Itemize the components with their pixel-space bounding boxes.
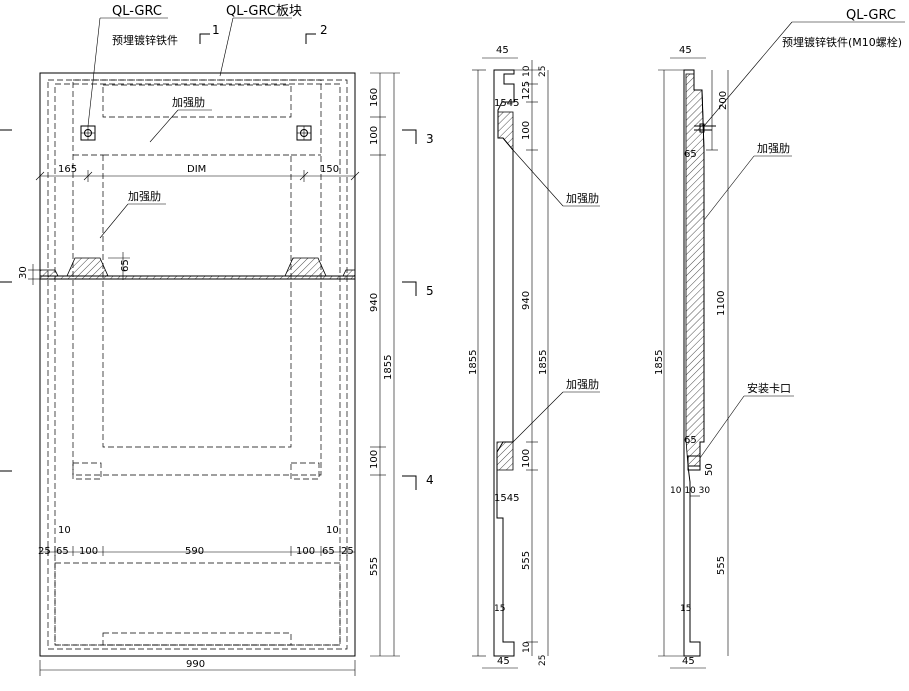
dim-990: 990	[186, 659, 205, 670]
dim-10-right: 10	[326, 525, 339, 536]
top-window	[102, 84, 292, 118]
dim-v940: 940	[369, 293, 380, 312]
svg-text:3: 3	[426, 132, 434, 146]
dim-v1855: 1855	[383, 355, 394, 380]
dim-25-left: 25	[38, 546, 51, 557]
detail-label-rib: 加强肋	[757, 141, 790, 155]
detail-dim-1855: 1855	[654, 350, 665, 375]
dim-100-right: 100	[296, 546, 315, 557]
dim-25-right: 25	[341, 546, 354, 557]
label-rib-mid: 加强肋	[128, 189, 161, 203]
corner-box-right	[290, 462, 320, 480]
side-dim-940: 940	[521, 291, 532, 310]
dim-30: 30	[18, 266, 29, 279]
dim-v100a: 100	[369, 126, 380, 145]
section-marker-1	[199, 33, 210, 44]
side-rib-top	[497, 111, 514, 152]
detail-dim-15: 15	[680, 604, 691, 614]
side-profile	[493, 69, 515, 657]
section-marker-3	[402, 129, 417, 144]
detail-label-embed: 预埋镀锌铁件(M10螺栓)	[782, 35, 902, 49]
side-dim-45-top: 45	[496, 45, 509, 56]
dim-v160: 160	[369, 88, 380, 107]
dim-v100b: 100	[369, 450, 380, 469]
svg-text:1: 1	[212, 23, 220, 37]
dim-v555: 555	[369, 557, 380, 576]
side-dim-1855-right: 1855	[538, 350, 549, 375]
detail-dim-555: 555	[716, 556, 727, 575]
detail-dim-1100: 1100	[716, 291, 727, 316]
detail-dim-50: 50	[704, 463, 715, 476]
rib-section-left	[66, 257, 109, 277]
side-label-rib-b: 加强肋	[566, 377, 599, 391]
side-dim-1545-top: 1545	[494, 98, 519, 109]
dim-590: 590	[185, 546, 204, 557]
dim-100-left: 100	[79, 546, 98, 557]
dim-dim: DIM	[187, 164, 206, 175]
front-view: 165 DIM 150 30 65 QL-GRC 预埋镀锌铁件 QL-GRC板块…	[0, 4, 434, 676]
side-dim-25-bottom: 25	[538, 655, 548, 666]
center-window	[102, 154, 292, 448]
dim-65-left: 65	[56, 546, 69, 557]
detail-section-view: 45 200 65 1100 1855 65 50 10 10 30 555 1…	[654, 8, 905, 669]
anchor-right	[296, 125, 312, 141]
detail-dim-65-bottom: 65	[684, 435, 697, 446]
side-section-view: 45 1545 10 25 125 100 940 1855 100 555 1…	[468, 45, 600, 669]
svg-text:4: 4	[426, 473, 434, 487]
label-ql-grc: QL-GRC	[112, 4, 162, 19]
detail-dim-200: 200	[718, 91, 729, 110]
side-label-rib-a: 加强肋	[566, 191, 599, 205]
dim-165: 165	[58, 164, 77, 175]
corner-box-left	[72, 462, 102, 480]
side-dim-1545-bottom: 1545	[494, 493, 519, 504]
side-dim-10-bottom: 10	[522, 641, 532, 653]
side-dim-100a: 100	[521, 121, 532, 140]
side-dim-125: 125	[521, 81, 532, 100]
side-dim-555: 555	[521, 551, 532, 570]
dim-10-left: 10	[58, 525, 71, 536]
side-dim-1855-left: 1855	[468, 350, 479, 375]
section-marker-4	[402, 475, 417, 490]
detail-dim-101030: 10 10 30	[670, 486, 710, 496]
panel-inner-dashed	[47, 79, 348, 650]
svg-text:5: 5	[426, 284, 434, 298]
dim-65: 65	[120, 259, 131, 272]
svg-text:2: 2	[320, 23, 328, 37]
detail-label-clip: 安装卡口	[747, 381, 791, 395]
side-dim-10: 10	[522, 65, 532, 77]
section-marker-5	[402, 281, 417, 296]
detail-label-ql-grc: QL-GRC	[846, 8, 896, 23]
side-rib-bottom	[496, 441, 514, 471]
side-dim-45-bottom: 45	[497, 656, 510, 667]
detail-dim-45-top: 45	[679, 45, 692, 56]
detail-dim-65-top: 65	[684, 149, 697, 160]
side-dim-25: 25	[538, 66, 548, 77]
detail-dim-45-bottom: 45	[682, 656, 695, 667]
side-dim-100b: 100	[521, 449, 532, 468]
install-clip	[687, 455, 701, 471]
dim-65-right: 65	[322, 546, 335, 557]
detail-section-fill	[685, 73, 705, 467]
panel-outline	[39, 72, 356, 657]
label-panel: QL-GRC板块	[226, 4, 302, 19]
side-dim-15: 15	[494, 604, 505, 614]
anchor-left	[80, 125, 96, 141]
section-marker-2	[305, 33, 316, 44]
label-embed: 预埋镀锌铁件	[112, 33, 178, 47]
label-rib-top: 加强肋	[172, 95, 205, 109]
dim-150: 150	[320, 164, 339, 175]
